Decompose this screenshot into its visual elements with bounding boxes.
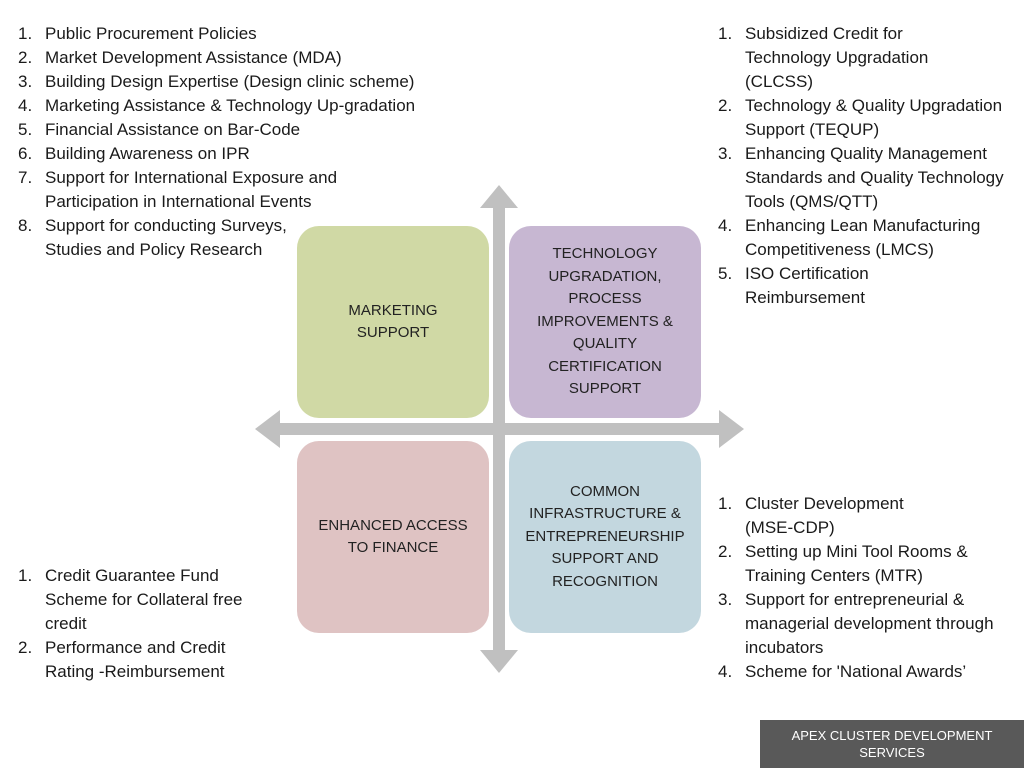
list-item: 1. Cluster Development (MSE-CDP)	[718, 492, 950, 540]
list-item-text: Marketing Assistance & Technology Up-gra…	[45, 96, 416, 115]
infrastructure-schemes-list: 1. Cluster Development (MSE-CDP) 2. Settin…	[718, 492, 1008, 684]
list-number: 1.	[18, 24, 33, 43]
list-item-text: Enhancing Quality Management Standards a…	[745, 144, 1004, 211]
list-number: 1.	[718, 494, 733, 513]
list-item-text: Technology & Quality Upgradation Support…	[745, 96, 1003, 139]
list-item-text: Subsidized Credit for Technology Upgrada…	[745, 24, 929, 91]
list-number: 3.	[718, 144, 733, 163]
list-item-text: Building Awareness on IPR	[45, 144, 250, 163]
list-number: 2.	[718, 96, 733, 115]
footer-label: APEX CLUSTER DEVELOPMENT SERVICES	[791, 728, 993, 760]
list-item-text: Financial Assistance on Bar-Code	[45, 120, 301, 139]
list-item-text: ISO Certification Reimbursement	[745, 264, 869, 307]
list-item-text: Credit Guarantee Fund Scheme for Collate…	[45, 566, 243, 633]
quadrant-label: TECHNOLOGY UPGRADATION, PROCESS IMPROVEM…	[537, 245, 673, 398]
footer-banner: APEX CLUSTER DEVELOPMENT SERVICES	[760, 720, 1024, 768]
list-item: 4. Scheme for 'National Awards’	[718, 660, 1024, 684]
quadrant-label: COMMON INFRASTRUCTURE & ENTREPRENEURSHIP…	[525, 482, 685, 590]
list-number: 4.	[718, 662, 733, 681]
list-item: 5. Financial Assistance on Bar-Code	[18, 118, 458, 142]
list-number: 1.	[18, 566, 33, 585]
list-item-text: Building Design Expertise (Design clinic…	[45, 72, 415, 91]
list-number: 3.	[718, 590, 733, 609]
list-item-text: Support for conducting Surveys, Studies …	[45, 216, 287, 259]
list-number: 2.	[18, 638, 33, 657]
marketing-schemes-list: 1. Public Procurement Policies 2. Market D…	[18, 22, 458, 262]
list-item: 3. Building Design Expertise (Design clin…	[18, 70, 458, 94]
list-item: 2. Performance and Credit Rating -Reimbur…	[18, 636, 275, 684]
list-number: 4.	[18, 96, 33, 115]
technology-schemes-list: 1. Subsidized Credit for Technology Upgra…	[718, 22, 1008, 310]
finance-schemes-list: 1. Credit Guarantee Fund Scheme for Colla…	[18, 564, 278, 684]
list-number: 4.	[718, 216, 733, 235]
list-item-text: Market Development Assistance (MDA)	[45, 48, 342, 67]
list-item: 2. Technology & Quality Upgradation Suppo…	[718, 94, 1024, 142]
list-item: 4. Enhancing Lean Manufacturing Competiti…	[718, 214, 1024, 262]
list-item: 2. Market Development Assistance (MDA)	[18, 46, 458, 70]
arrow-down-head	[480, 650, 518, 673]
list-item: 7. Support for International Exposure and…	[18, 166, 375, 214]
arrow-right-head	[719, 410, 744, 448]
list-number: 5.	[18, 120, 33, 139]
list-number: 3.	[18, 72, 33, 91]
list-number: 2.	[718, 542, 733, 561]
list-item-text: Scheme for 'National Awards’	[745, 662, 967, 681]
list-item: 5. ISO Certification Reimbursement	[718, 262, 910, 310]
list-item: 1. Credit Guarantee Fund Scheme for Colla…	[18, 564, 285, 636]
list-item: 1. Public Procurement Policies	[18, 22, 458, 46]
list-item: 6. Building Awareness on IPR	[18, 142, 458, 166]
list-item: 4. Marketing Assistance & Technology Up-g…	[18, 94, 458, 118]
horizontal-arrow-shaft	[278, 423, 720, 435]
list-number: 7.	[18, 168, 33, 187]
list-item: 2. Setting up Mini Tool Rooms & Training …	[718, 540, 1020, 588]
list-item: 1. Subsidized Credit for Technology Upgra…	[718, 22, 960, 94]
list-item-text: Performance and Credit Rating -Reimburse…	[45, 638, 226, 681]
quadrant-label: ENHANCED ACCESS TO FINANCE	[318, 516, 468, 557]
access-to-finance-box: ENHANCED ACCESS TO FINANCE	[297, 441, 489, 633]
common-infrastructure-box: COMMON INFRASTRUCTURE & ENTREPRENEURSHIP…	[509, 441, 701, 633]
list-item: 8. Support for conducting Surveys, Studie…	[18, 214, 315, 262]
list-number: 5.	[718, 264, 733, 283]
list-item: 3. Enhancing Quality Management Standards…	[718, 142, 1007, 214]
list-number: 1.	[718, 24, 733, 43]
list-number: 6.	[18, 144, 33, 163]
list-item-text: Public Procurement Policies	[45, 24, 257, 43]
list-item-text: Cluster Development (MSE-CDP)	[745, 494, 904, 537]
arrow-left-head	[255, 410, 280, 448]
list-item-text: Setting up Mini Tool Rooms & Training Ce…	[745, 542, 968, 585]
list-item: 3. Support for entrepreneurial & manageri…	[718, 588, 1020, 660]
marketing-support-box: MARKETING SUPPORT	[297, 226, 489, 418]
list-item-text: Support for International Exposure and P…	[45, 168, 338, 211]
list-number: 2.	[18, 48, 33, 67]
list-item-text: Support for entrepreneurial & managerial…	[745, 590, 994, 657]
quadrant-label: MARKETING SUPPORT	[348, 301, 438, 342]
arrow-up-head	[480, 185, 518, 208]
list-number: 8.	[18, 216, 33, 235]
list-item-text: Enhancing Lean Manufacturing Competitive…	[745, 216, 981, 259]
technology-upgradation-box: TECHNOLOGY UPGRADATION, PROCESS IMPROVEM…	[509, 226, 701, 418]
